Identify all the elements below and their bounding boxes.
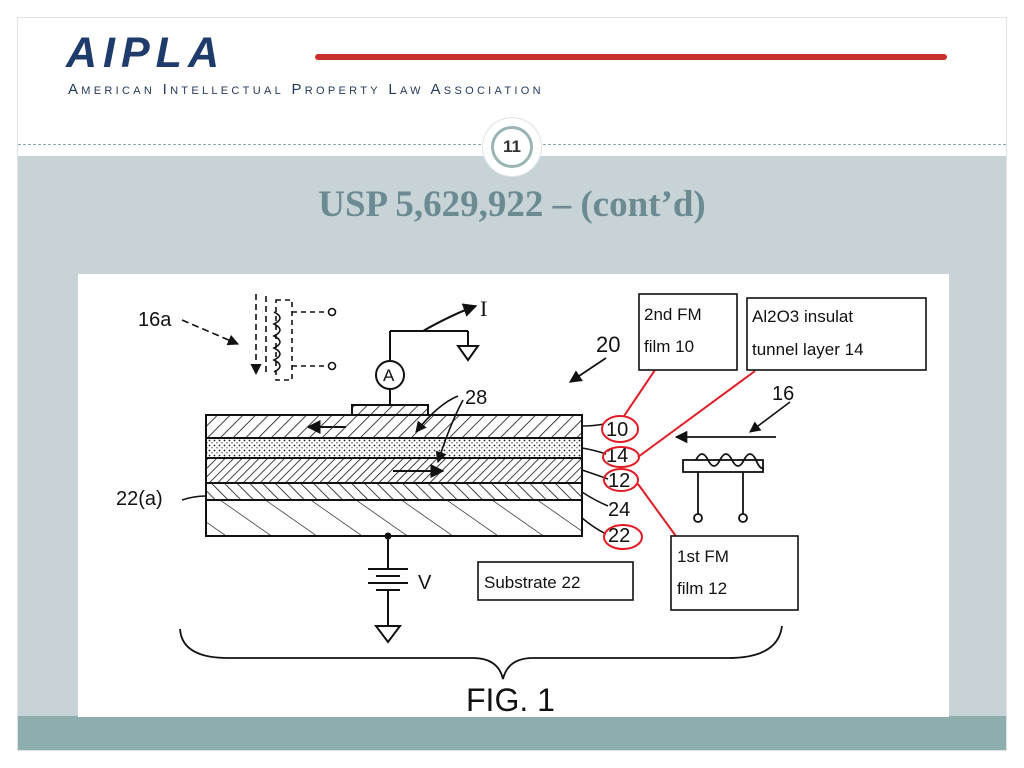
current-label: I [480,296,487,321]
callout-1st-fm-line1: 1st FM [677,547,729,566]
coil-16 [682,453,765,523]
callout-leaders [623,369,756,540]
figure-drawing: 28 A I [116,293,927,717]
footer-bar [18,716,1006,750]
layer-24 [205,482,583,501]
aipla-logo: AIPLA [66,29,225,77]
page-number: 11 [491,126,533,168]
figure-caption: FIG. 1 [466,682,555,717]
callout-2nd-fm-line1: 2nd FM [644,305,702,324]
leader-28-a [415,395,459,433]
patent-figure: 28 A I [78,274,949,717]
leader-16 [749,401,791,433]
label-22: 22 [608,525,630,547]
callout-2nd-fm-line2: film 10 [644,337,694,356]
label-22a: 22(a) [116,488,163,510]
callout-1st-fm [670,535,799,611]
layer-22 [205,499,583,537]
slide-title: USP 5,629,922 – (cont’d) [318,184,706,225]
voltage-source [368,532,408,644]
label-16a: 16a [138,309,172,331]
coil-16a [181,294,337,381]
ammeter-label: A [383,366,395,385]
slide: AIPLA American Intellectual Property Law… [17,17,1007,751]
callout-substrate-text: Substrate 22 [484,573,580,592]
label-20: 20 [596,332,620,357]
leader-20 [568,357,607,383]
leader-28-b [435,399,464,464]
callout-insulator-line2: tunnel layer 14 [752,340,864,359]
layer-stack [205,414,583,537]
page-number-badge: 11 [483,118,541,176]
callout-insulator [746,297,927,371]
ammeter-circuit [375,303,480,405]
label-12: 12 [608,470,630,492]
label-28: 28 [465,387,487,409]
callout-substrate [477,561,634,601]
label-10: 10 [606,419,628,441]
voltage-label: V [418,572,432,594]
figure-brace [179,625,783,680]
label-14: 14 [606,445,628,467]
layer-10 [205,414,583,439]
layer-14 [205,437,583,459]
logo-red-bar [315,54,947,60]
leader-22a [181,495,207,501]
annotation-circles [601,415,643,550]
callout-2nd-fm [638,293,738,371]
label-16: 16 [772,383,794,405]
logo-subtitle: American Intellectual Property Law Assoc… [68,81,544,98]
top-electrode [351,404,429,416]
label-24: 24 [608,499,630,521]
callout-1st-fm-line2: film 12 [677,579,727,598]
callout-insulator-line1: Al2O3 insulat [752,307,853,326]
